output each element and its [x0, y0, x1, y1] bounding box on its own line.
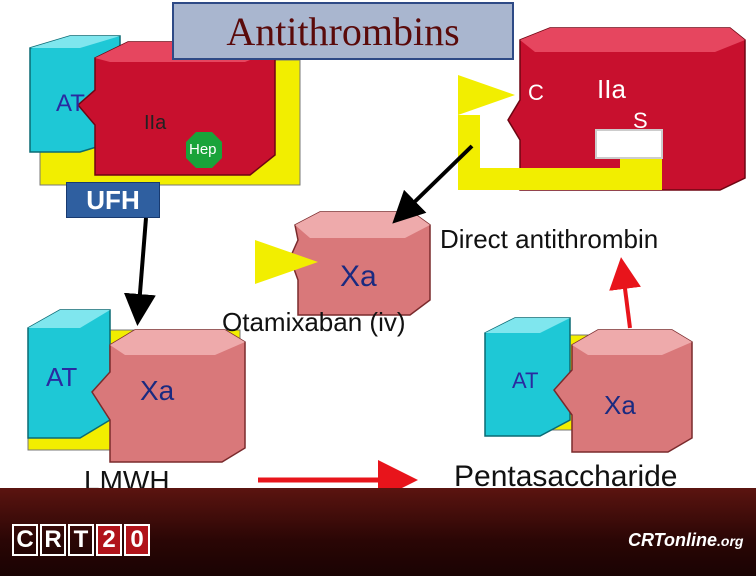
exosite-socket [595, 129, 663, 159]
direct-antithrombin-complex [458, 27, 746, 191]
yellow-pointer-top [458, 75, 515, 115]
lmwh-complex [27, 309, 246, 463]
crt-letter: C [12, 524, 38, 556]
label-xa-left: Xa [140, 375, 175, 406]
label-at-left: AT [46, 362, 78, 392]
label-hep: Hep [189, 141, 217, 158]
crt-letter: 2 [96, 524, 122, 556]
arrow-ufh-to-lmwh [123, 217, 156, 326]
crtonline-suffix: .org [717, 533, 744, 549]
arrow-penta-to-direct [609, 257, 641, 329]
label-at-top: AT [56, 90, 85, 117]
label-xa-center: Xa [340, 260, 377, 293]
yellow-pointer-center [255, 240, 318, 284]
hep-octagon [186, 132, 222, 168]
label-xa-right: Xa [604, 390, 636, 420]
label-ufh: UFH [66, 182, 160, 218]
ufh-complex [29, 35, 301, 186]
label-iia-right: IIa [597, 74, 626, 104]
label-iia-top: IIa [144, 112, 167, 134]
crt-letter: T [68, 524, 94, 556]
crt-letter: 0 [124, 524, 150, 556]
crt20-logo: C R T 2 0 [12, 524, 150, 556]
label-pentasaccharide: Pentasaccharide [454, 460, 678, 493]
crt-letter: R [40, 524, 66, 556]
label-direct-antithrombin: Direct antithrombin [440, 224, 659, 254]
label-otamixaban: Otamixaban (iv) [222, 307, 406, 337]
slide-title: Antithrombins [172, 2, 514, 60]
crtonline-logo: CRTonline.org [628, 530, 743, 551]
label-c: C [528, 80, 544, 105]
crtonline-main: CRTonline [628, 530, 717, 550]
pentasaccharide-complex [484, 317, 693, 453]
yellow-binder-chain [458, 115, 662, 190]
label-s: S [633, 108, 648, 133]
label-at-right: AT [512, 368, 539, 393]
arrow-to-xa-center [392, 144, 474, 224]
